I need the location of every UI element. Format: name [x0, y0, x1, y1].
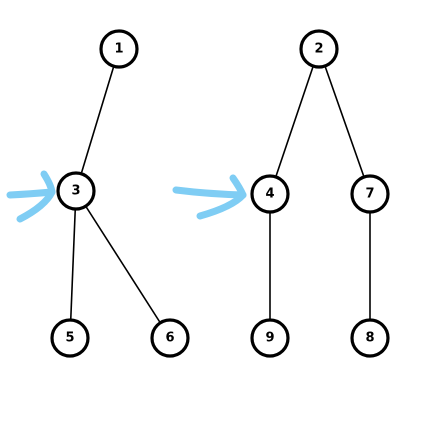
edge-2-4: [269, 48, 320, 195]
node-8: 8: [350, 318, 390, 358]
node-7: 7: [350, 174, 390, 214]
arrow-to-node-4: [172, 174, 247, 220]
arrow-head: [196, 174, 247, 220]
edge-3-6: [75, 190, 171, 339]
arrow-shaft: [6, 188, 56, 199]
edge-2-7: [318, 48, 371, 195]
node-1-label: 1: [114, 42, 123, 57]
node-6-label: 6: [165, 331, 174, 346]
node-9-label: 9: [265, 331, 274, 346]
node-4: 4: [250, 174, 290, 214]
edge-3-5: [69, 190, 77, 339]
node-5-label: 5: [65, 331, 74, 346]
node-6: 6: [150, 318, 190, 358]
node-9: 9: [250, 318, 290, 358]
node-4-label: 4: [265, 187, 274, 202]
node-3: 3: [56, 171, 96, 211]
node-3-label: 3: [71, 184, 80, 199]
edge-1-3: [75, 48, 120, 192]
node-5: 5: [50, 318, 90, 358]
node-8-label: 8: [365, 331, 374, 346]
arrow-shaft: [172, 186, 247, 199]
node-2-label: 2: [314, 42, 323, 57]
arrow-head: [16, 170, 56, 223]
node-7-label: 7: [365, 187, 374, 202]
node-2: 2: [299, 29, 339, 69]
arrow-to-node-3: [6, 170, 56, 223]
node-1: 1: [99, 29, 139, 69]
